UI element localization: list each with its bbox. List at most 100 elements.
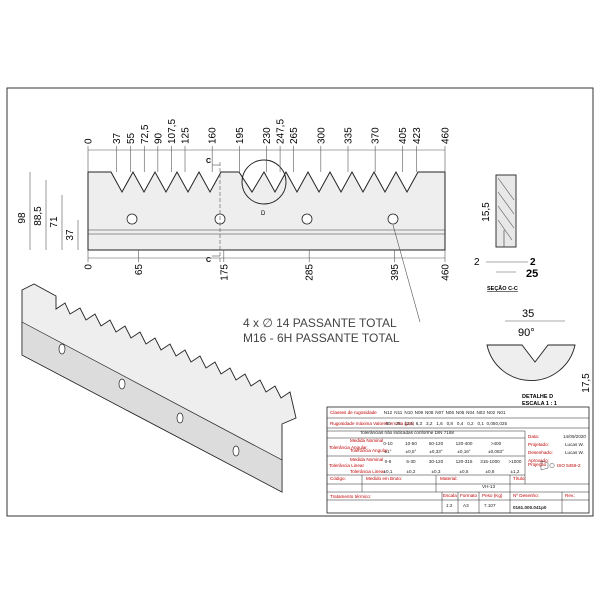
approved-label: Aprovado: bbox=[528, 458, 549, 463]
detail-label-1: DETALHE D bbox=[522, 394, 553, 400]
angular-tolerance: ±0,33° bbox=[429, 449, 442, 454]
roughness-value: 25 bbox=[396, 421, 402, 426]
roughness-value: 0,1 bbox=[478, 421, 485, 426]
left-dim-37: 37 bbox=[65, 229, 76, 241]
roughness-class: N12 bbox=[384, 410, 393, 415]
section-mark-bottom: C bbox=[206, 257, 211, 264]
angular-range: 50-120 bbox=[429, 441, 444, 446]
roughness-value: 0,05 bbox=[487, 421, 496, 426]
section-height: 15,5 bbox=[481, 202, 492, 222]
rev-label: Rev.: bbox=[565, 493, 575, 498]
date-label: Data: bbox=[528, 434, 539, 439]
detail-circle bbox=[241, 159, 287, 205]
linear-tolerance: ±0,2 bbox=[407, 469, 416, 474]
angular-tolerance: ±1° bbox=[385, 449, 392, 454]
detail-mark: D bbox=[261, 211, 266, 217]
material-value: VH-13 bbox=[482, 484, 495, 489]
linear-tolerance: ±1,2 bbox=[511, 469, 520, 474]
isometric-view bbox=[21, 283, 297, 493]
top-dim-label: 265 bbox=[289, 127, 300, 144]
top-dim-label: 370 bbox=[371, 127, 382, 144]
bottom-dim-label: 395 bbox=[390, 264, 401, 281]
roughness-class: N11 bbox=[394, 410, 403, 415]
linear-range: >1000 bbox=[509, 459, 522, 464]
top-dim-label: 160 bbox=[208, 127, 219, 144]
linear-range: 30-120 bbox=[429, 459, 444, 464]
top-dim-label: 335 bbox=[343, 127, 354, 144]
linear-tolerance: ±0,5 bbox=[460, 469, 469, 474]
detail-height: 17,5 bbox=[581, 373, 592, 393]
top-dim-label: 405 bbox=[398, 127, 409, 144]
top-dim-label: 423 bbox=[412, 127, 423, 144]
iso-hole-1 bbox=[58, 343, 66, 355]
hole-1 bbox=[126, 213, 138, 225]
linear-tolerances: ±0,1±0,2±0,3±0,5±0,8±1,2 bbox=[384, 469, 520, 474]
linear-range: 315-1000 bbox=[480, 459, 500, 464]
angular-label: Tolerância Angular bbox=[329, 445, 367, 450]
projection-label: Projeção bbox=[528, 462, 547, 467]
top-dim-label: 125 bbox=[181, 127, 192, 144]
linear-tolerance: ±0,3 bbox=[432, 469, 441, 474]
linear-tolerance: ±0,8 bbox=[486, 469, 495, 474]
roughness-class: N03 bbox=[476, 410, 485, 415]
bottom-dim-label: 460 bbox=[441, 264, 452, 281]
top-dim-label: 230 bbox=[262, 127, 273, 144]
angular-tolerance: ±0,16° bbox=[457, 449, 470, 454]
format-value: A3 bbox=[463, 503, 469, 508]
angular-range: 10-50 bbox=[405, 441, 417, 446]
format-label: Formato bbox=[460, 493, 478, 498]
roughness-value: 12,5 bbox=[404, 421, 413, 426]
roughness-value: 6,3 bbox=[416, 421, 423, 426]
roughness-value: 0,8 bbox=[447, 421, 454, 426]
top-dim-label: 460 bbox=[441, 127, 452, 144]
scale-label: Escala bbox=[443, 493, 457, 498]
roughness-class: N10 bbox=[404, 410, 413, 415]
iso-hole-3 bbox=[176, 412, 184, 424]
projection-symbol-icon bbox=[540, 460, 555, 471]
bottom-dim-label: 0 bbox=[84, 264, 95, 270]
title-label: Título: bbox=[513, 476, 526, 481]
roughness-class: N07 bbox=[435, 410, 444, 415]
detail-shape bbox=[486, 344, 576, 382]
roughness-class: N08 bbox=[425, 410, 434, 415]
roughness-class: N01 bbox=[497, 410, 506, 415]
angular-range: >400 bbox=[491, 441, 502, 446]
linear-range: 0-6 bbox=[385, 459, 392, 464]
top-dim-label: 55 bbox=[126, 132, 137, 144]
roughness-class: N09 bbox=[415, 410, 424, 415]
angular-nominal-label: Medida Nominal bbox=[350, 438, 383, 443]
section-view: 15,5 2 2 25 SEÇÃO C-C bbox=[474, 174, 538, 292]
roughness-class: N06 bbox=[446, 410, 455, 415]
detail-label-2: ESCALA 1 : 1 bbox=[522, 401, 557, 407]
drawn-label: Desenhado: bbox=[528, 450, 553, 455]
top-dim-label: 90 bbox=[153, 132, 164, 144]
scale-value: 1:2 bbox=[446, 503, 453, 508]
hole-4 bbox=[387, 213, 399, 225]
section-mark-top: C bbox=[206, 158, 211, 165]
iso-label: ISO 5456-2 bbox=[557, 463, 581, 468]
angular-tolerances: ±1°±0,5°±0,33°±0,16°±0,083° bbox=[385, 449, 505, 454]
angular-tolerance: ±0,5° bbox=[406, 449, 417, 454]
weight-label: Peso (Kg) bbox=[482, 493, 503, 498]
rack-outline bbox=[87, 170, 446, 251]
note-line-2: M16 - 6H PASSANTE TOTAL bbox=[243, 331, 400, 345]
roughness-label: Classes de rugosidade bbox=[330, 410, 377, 415]
heat-treatment-label: Tratamento térmico: bbox=[330, 494, 371, 499]
hole-3 bbox=[301, 213, 313, 225]
left-dim-98: 98 bbox=[17, 212, 28, 224]
angular-range: 120-400 bbox=[456, 441, 473, 446]
iso-hole-2 bbox=[118, 378, 126, 390]
bottom-dim-label: 65 bbox=[134, 264, 145, 276]
detail-width: 35 bbox=[522, 308, 534, 320]
material-label: Material: bbox=[440, 476, 458, 481]
iso-front-face bbox=[21, 321, 283, 493]
date-value: 14/09/2020 bbox=[563, 434, 586, 439]
section-body bbox=[495, 174, 517, 248]
